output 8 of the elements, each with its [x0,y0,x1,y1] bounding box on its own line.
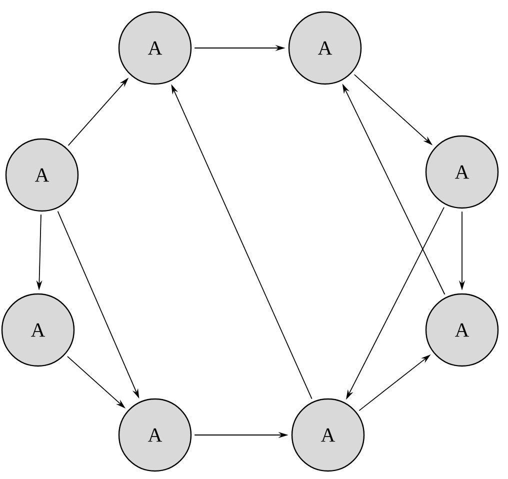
circle-node: A [118,398,192,472]
circle-node: A [288,11,362,85]
circle-node: A [291,398,365,472]
circle-node: A [118,11,192,85]
circle-node: A [425,293,499,367]
circle-node: A [1,293,75,367]
circle-node: A [5,138,79,212]
circle-node: A [425,135,499,209]
